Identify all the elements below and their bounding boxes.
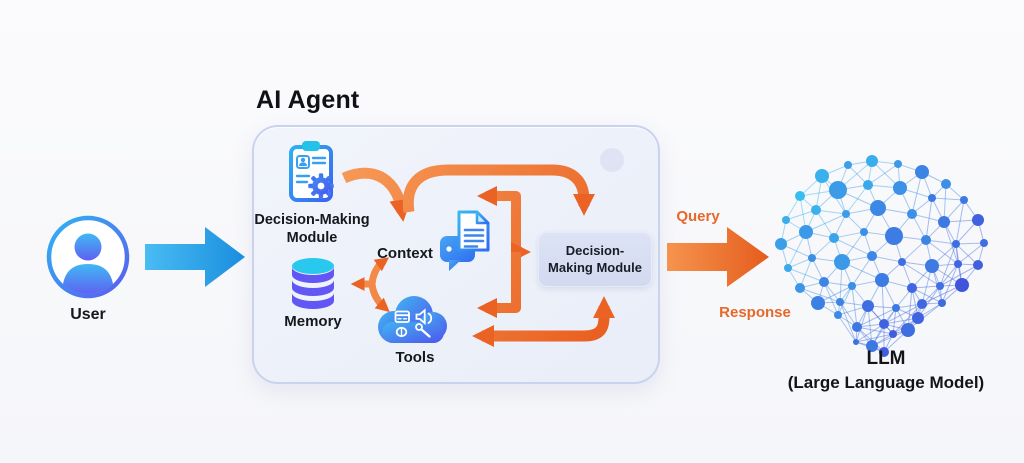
- brain-network-illustration: [775, 155, 988, 357]
- context-label: Context: [377, 245, 433, 262]
- database-icon: [292, 258, 334, 309]
- query-arrow: [667, 227, 769, 287]
- user-label: User: [70, 306, 106, 323]
- cloud-tools-icon: [378, 296, 447, 343]
- response-label: Response: [719, 304, 791, 321]
- planning-module-label: Decision-Making Module: [254, 212, 370, 246]
- decorative-circle: [600, 148, 624, 172]
- user-avatar-icon: [46, 215, 130, 299]
- tools-label: Tools: [395, 349, 435, 366]
- decision-module-box-label: Decision-Making Module: [548, 243, 642, 275]
- decision-module-box: Decision-Making Module: [538, 232, 652, 287]
- llm-subtitle: (Large Language Model): [787, 373, 985, 392]
- user-to-agent-arrow: [145, 227, 245, 287]
- clipboard-gear-icon: [289, 141, 334, 202]
- memory-label: Memory: [284, 313, 342, 330]
- chat-document-icon: [440, 210, 490, 271]
- query-label: Query: [676, 208, 720, 225]
- page-title: AI Agent: [256, 86, 360, 114]
- llm-title: LLM: [866, 348, 906, 369]
